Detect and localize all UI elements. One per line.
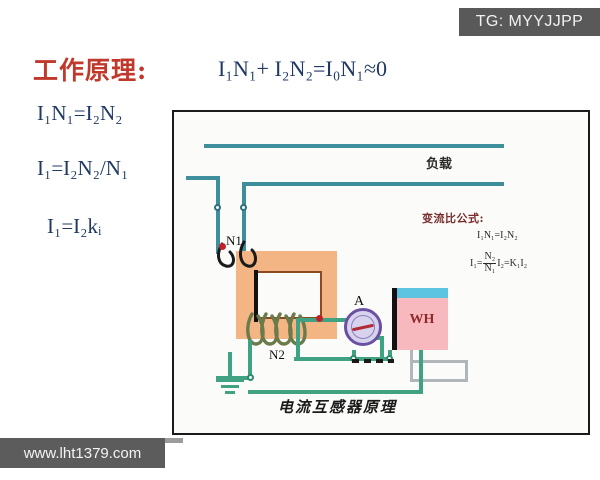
ratio-eq2-lhs: I₁=: [470, 257, 483, 269]
meter-return-left: [410, 350, 413, 382]
watthour-meter-left-bar: [392, 288, 397, 350]
watthour-meter-label: WH: [409, 312, 435, 327]
equation-balance: I₁N₁+ I₂N₂=I₀N₁≈0: [218, 56, 388, 81]
watthour-meter-top: [396, 288, 448, 299]
ratio-eq2-numerator: N₂: [483, 251, 497, 264]
tg-badge: TG: MYYJJPP: [459, 8, 600, 36]
meter-return-right: [465, 360, 468, 382]
ratio-formula-title: 变流比公式:: [422, 212, 485, 225]
ammeter-dial: [344, 308, 382, 346]
secondary-return-riser: [419, 350, 423, 394]
ratio-formula-line-2: I₁= N₂ N₁ I₂=K₁I₂: [470, 251, 528, 274]
equation-1: I₁N₁=I₂N₂: [37, 101, 123, 125]
hv-drop-left: [216, 176, 220, 254]
load-label: 负载: [426, 157, 453, 172]
page-title: 工作原理:: [33, 56, 148, 85]
hv-drop-right: [242, 182, 246, 254]
secondary-right-leg: [296, 337, 300, 359]
secondary-marker-dot: [316, 315, 323, 322]
secondary-riser-a: [296, 318, 300, 340]
ground-drop: [228, 352, 232, 378]
meter-return-bottom: [410, 379, 468, 382]
ammeter-feed-riser: [380, 340, 384, 361]
diagram-frame: 负载 N1 N2: [172, 110, 590, 435]
meter-return-top: [410, 360, 468, 363]
ground-bar-1: [216, 378, 244, 382]
ammeter-label: A: [354, 294, 365, 309]
site-watermark: www.lht1379.com: [0, 438, 165, 468]
watthour-meter-body: [396, 298, 448, 350]
core-window: [256, 271, 322, 319]
hv-rail-left-stub: [186, 176, 220, 180]
terminal-dot-left: [214, 204, 221, 211]
primary-winding: [217, 240, 257, 268]
meter-dashed-link: [352, 359, 394, 363]
ammeter-inner-ring: [351, 315, 375, 339]
ground-bar-2: [221, 385, 239, 388]
terminal-dot-right: [240, 204, 247, 211]
hv-rail-right: [242, 182, 504, 186]
watermark-tail-bar: [165, 438, 183, 443]
secondary-left-leg: [248, 340, 252, 378]
diagram-inner: 负载 N1 N2: [174, 112, 588, 433]
ratio-formula-line-1: I₁N₁=I₂N₂: [477, 230, 518, 241]
primary-winding-label: N1: [226, 233, 242, 248]
secondary-top-run: [296, 318, 358, 322]
secondary-node-dot: [247, 374, 254, 381]
core-left-limb: [254, 270, 258, 322]
ground-bar-3: [225, 391, 235, 394]
secondary-return-run: [248, 390, 423, 394]
equation-3: I₁=I₂kᵢ: [47, 214, 102, 238]
ammeter-feed-run: [294, 357, 389, 361]
secondary-winding-label: N2: [269, 347, 285, 362]
ratio-eq2-denominator: N₁: [484, 262, 496, 274]
ratio-eq2-fraction: N₂ N₁: [483, 251, 497, 274]
diagram-caption: 电流互感器原理: [278, 398, 398, 416]
primary-terminal-dot: [219, 243, 226, 250]
ratio-eq2-rhs: I₂=K₁I₂: [497, 257, 528, 269]
hv-rail-top: [204, 144, 504, 148]
ratio-formula-block: 变流比公式: I₁N₁=I₂N₂ I₁= N₂ N₁ I₂=K₁I₂: [422, 210, 527, 273]
equation-2: I₁=I₂N₂/N₁: [37, 156, 129, 180]
